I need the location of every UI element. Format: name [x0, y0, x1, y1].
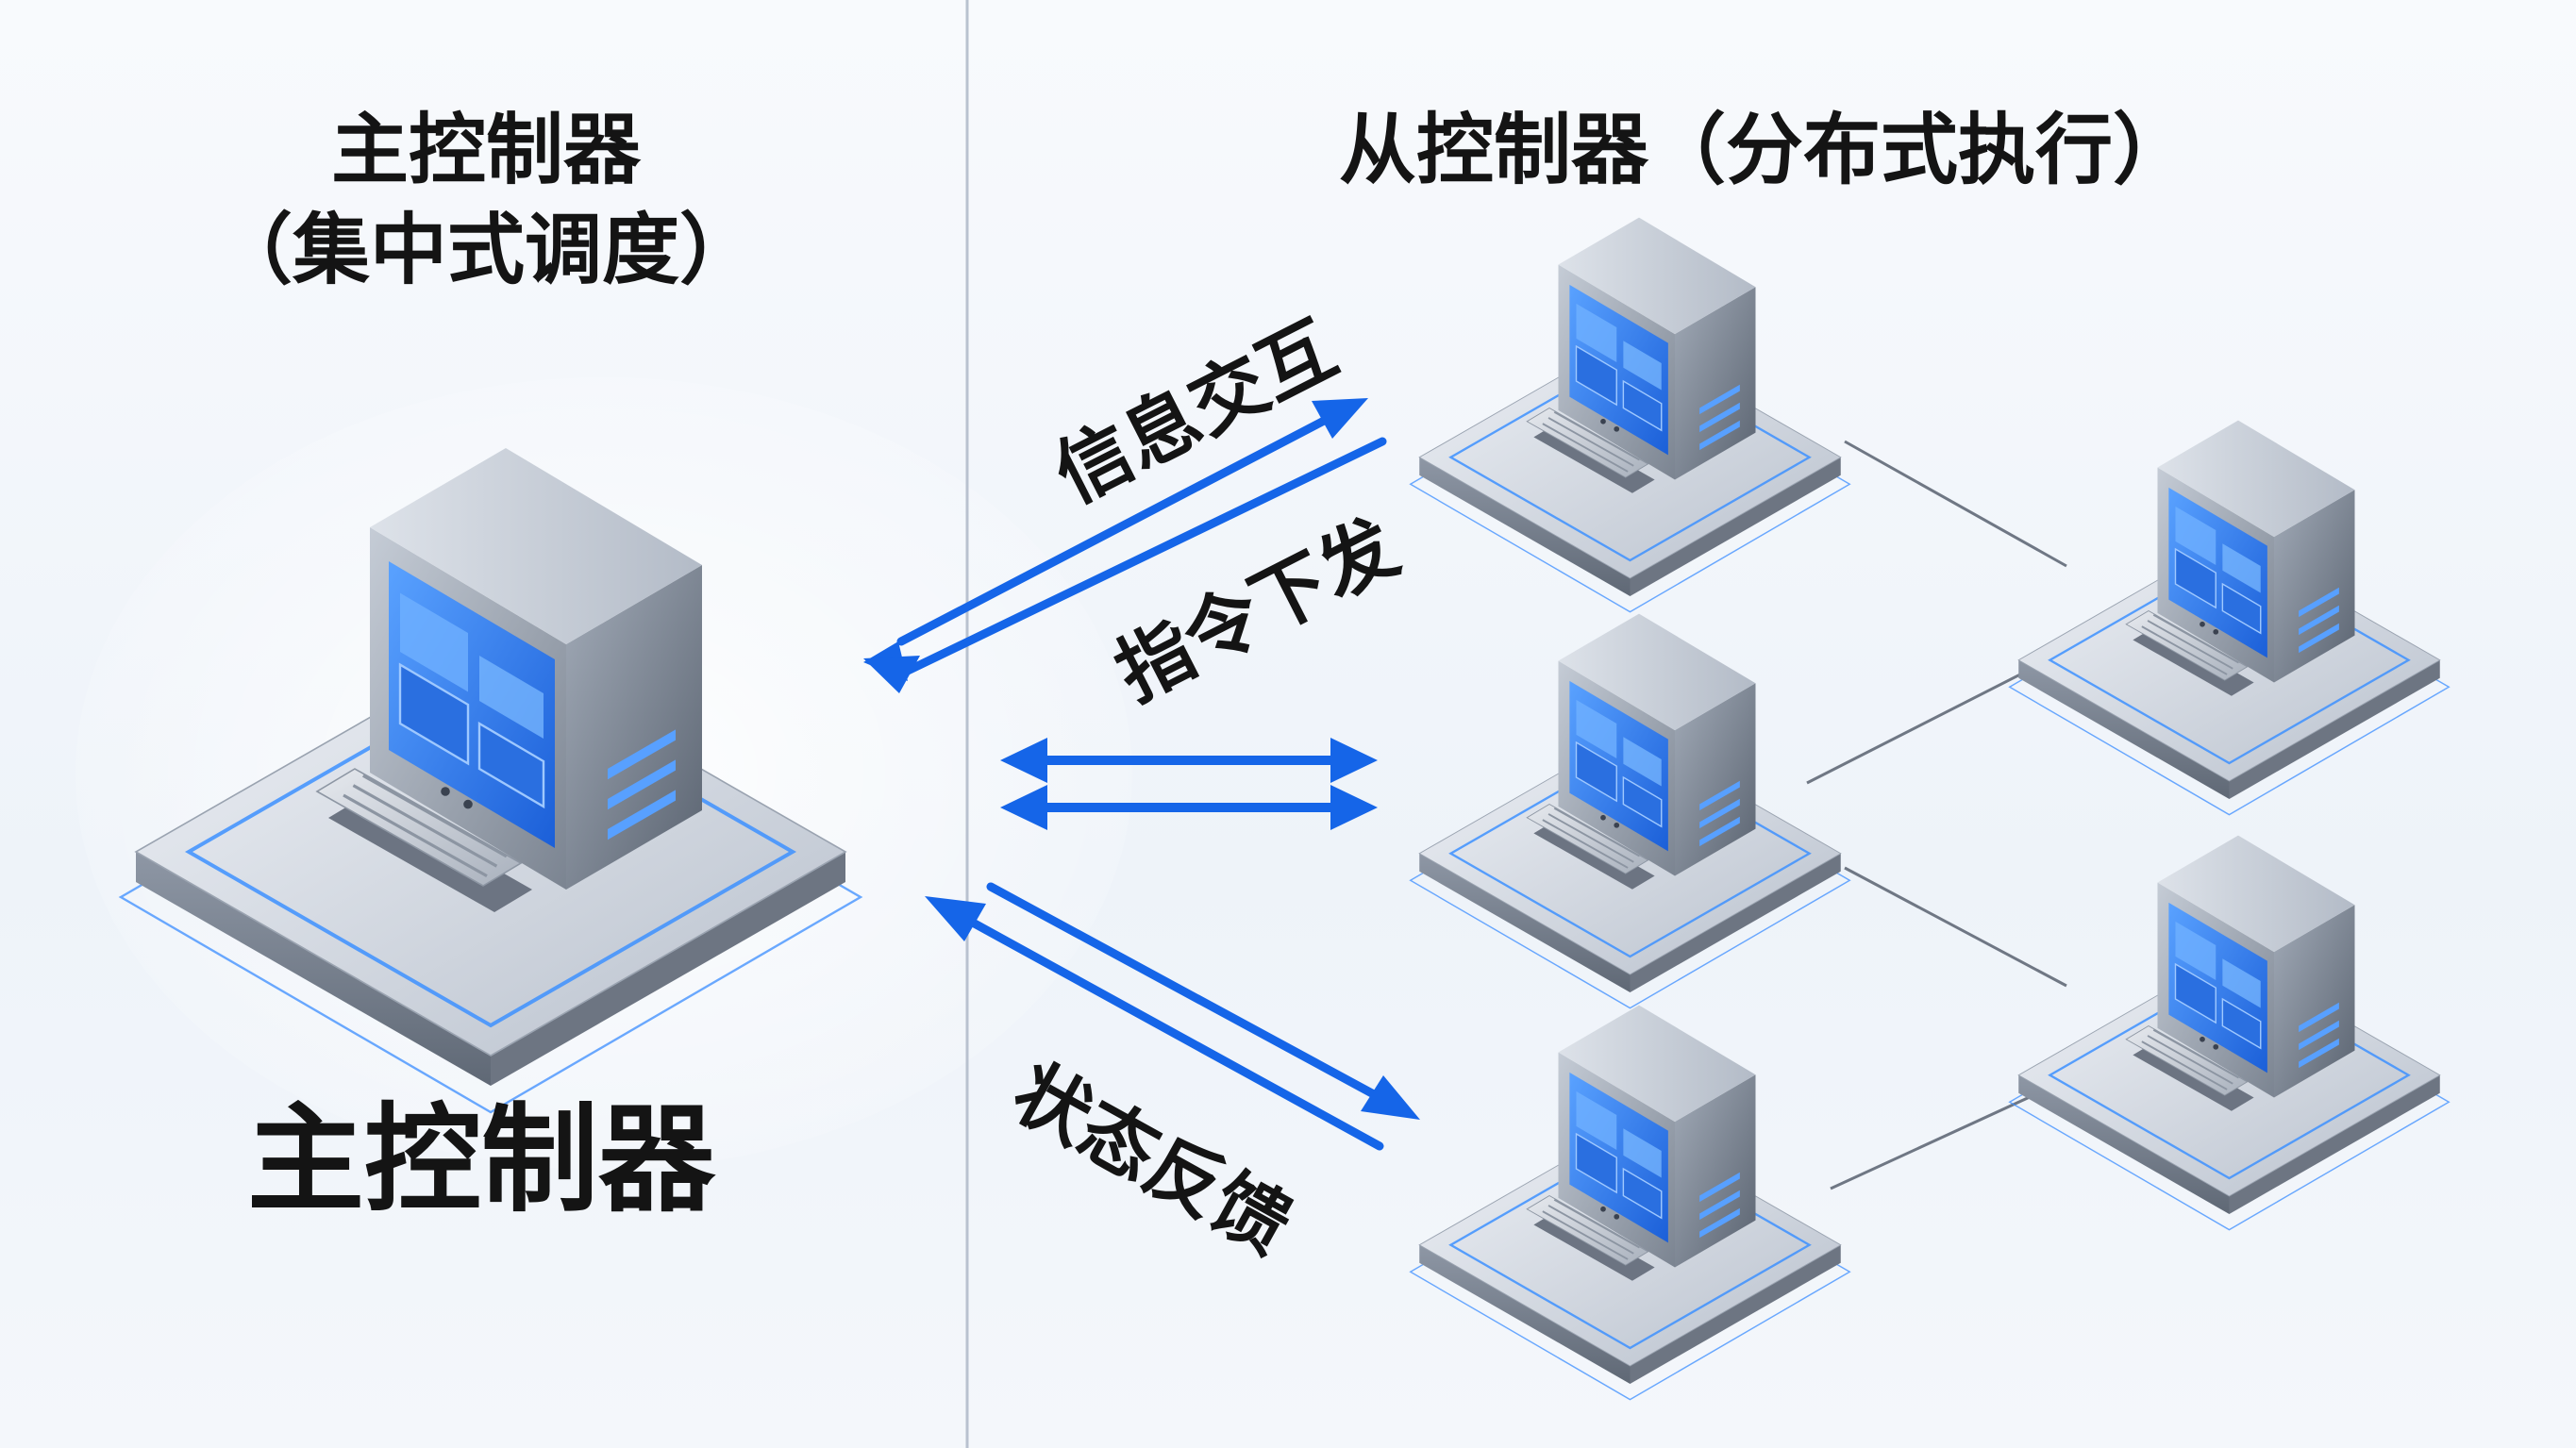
master-section-title: 主控制器 [330, 106, 641, 195]
master-node-label: 主控制器 [246, 1092, 715, 1228]
info-exchange-arrow [896, 398, 1368, 646]
slave-controller-computer-3 [1409, 1004, 1851, 1401]
bidirectional-arrow-top [1000, 738, 1378, 783]
master-section-subtitle: （集中式调度） [214, 206, 757, 295]
slave-controller-computer-1 [1409, 216, 1851, 613]
bidirectional-arrow-bottom [1000, 785, 1378, 830]
slave-controller-computer-2 [1409, 612, 1851, 1009]
status-feedback-arrow-down [986, 882, 1420, 1120]
slave-controller-computer-5 [2008, 834, 2451, 1231]
slave-controller-computer-4 [2008, 419, 2451, 816]
status-feedback-arrow-up [925, 896, 1384, 1151]
command-dispatch-arrow-upper [863, 656, 920, 693]
slave-section-title: 从控制器（分布式执行） [1338, 106, 2190, 195]
